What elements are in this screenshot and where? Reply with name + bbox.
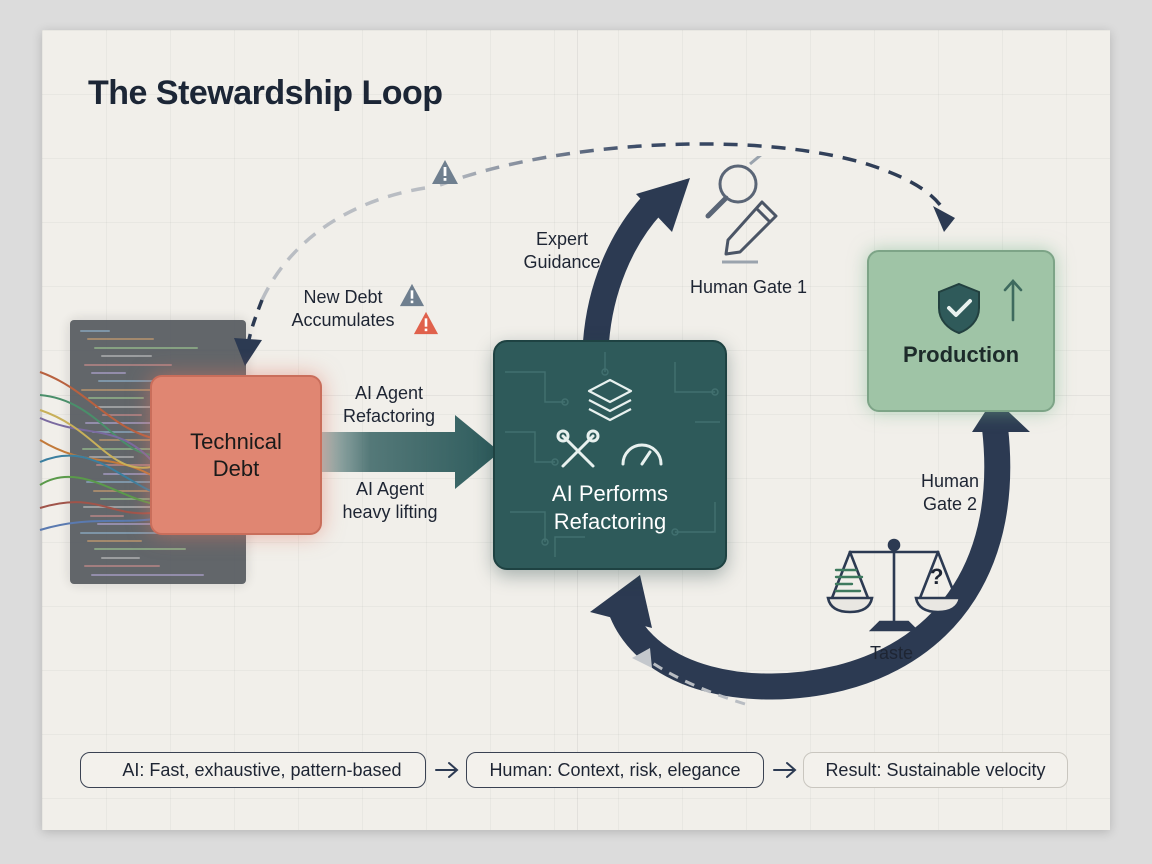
code-line [84, 565, 160, 568]
code-line [97, 523, 168, 526]
node-technical-debt-label: Technical Debt [190, 428, 282, 482]
arrowhead [234, 338, 262, 366]
node-production-label: Production [902, 342, 1020, 367]
wire [39, 501, 161, 515]
code-line [80, 330, 110, 332]
magnifier-icon [705, 156, 762, 219]
arrowhead [972, 398, 1030, 432]
dashed-path [246, 299, 264, 346]
code-line [96, 464, 178, 467]
wire [39, 409, 161, 469]
label-taste: Taste [870, 643, 914, 663]
arrow-production-to-ai [590, 398, 1030, 700]
warning-icon [432, 160, 458, 184]
arrowhead [636, 178, 690, 232]
code-line [87, 540, 142, 542]
code-line [94, 548, 186, 551]
wire [39, 454, 161, 496]
code-line [91, 372, 126, 374]
wire [39, 517, 161, 531]
code-line [82, 447, 180, 450]
wrench-icon [556, 429, 600, 468]
code-line [100, 498, 150, 500]
label-human-gate-1: Human Gate 1 [690, 277, 808, 297]
code-line [86, 481, 152, 484]
footer-pill-ai: AI: Fast, exhaustive, pattern-based [80, 752, 426, 788]
warning-icon [413, 311, 439, 335]
node-ai-label: AI Performs Refactoring [551, 481, 669, 534]
label-expert-guidance: Expert Guidance [523, 229, 601, 272]
gauge-icon [621, 443, 663, 466]
arrow-shaft [583, 196, 662, 344]
arrow-expert-guidance [583, 178, 690, 344]
arrow-dashed-bottom [632, 648, 746, 706]
arrow-new-debt-return [234, 186, 426, 366]
wire [39, 475, 161, 506]
code-line [99, 439, 160, 442]
scale-icon: ? [826, 538, 962, 632]
code-line [84, 363, 172, 366]
footer-pill-result: Result: Sustainable velocity [803, 752, 1068, 788]
arrow-right-icon [435, 762, 459, 778]
arrow-up-icon [1003, 279, 1023, 322]
code-line [87, 338, 154, 341]
wire [39, 439, 161, 481]
code-line [98, 380, 170, 383]
code-line [81, 388, 190, 391]
warning-icon [399, 283, 425, 307]
dashed-path [260, 186, 426, 301]
dashed-path [647, 658, 746, 706]
node-production: Production [867, 250, 1055, 412]
arrowhead [590, 575, 652, 628]
wire [39, 417, 161, 471]
arrow-right-icon [773, 762, 797, 778]
layers-icon [587, 378, 633, 422]
arrowhead [632, 648, 652, 668]
code-line [88, 397, 144, 400]
arrow-dashed-to-production [439, 142, 955, 232]
circuit-pattern [505, 352, 720, 557]
footer-pill-human: Human: Context, risk, elegance [466, 752, 764, 788]
code-line [101, 556, 140, 559]
pencil-icon [722, 200, 778, 264]
code-line [93, 489, 196, 492]
code-line [101, 355, 152, 358]
label-ai-agent-heavy-lifting: AI Agent heavy lifting [342, 479, 438, 522]
arrow-shaft [609, 426, 1011, 700]
label-new-debt-accumulates: New Debt Accumulates [291, 287, 395, 330]
code-line [80, 531, 188, 534]
arrow-shaft [300, 415, 500, 489]
code-line [94, 346, 198, 349]
code-line [102, 414, 142, 416]
code-line [85, 422, 162, 425]
code-line [90, 514, 124, 517]
diagram-title: The Stewardship Loop [88, 74, 443, 112]
shield-check-icon [938, 282, 980, 335]
code-line [92, 430, 206, 433]
dashed-path [439, 142, 947, 213]
svg-text:?: ? [930, 564, 943, 589]
code-line [95, 405, 188, 408]
code-line [83, 506, 170, 509]
label-human-gate-2: Human Gate 2 [920, 471, 980, 514]
node-technical-debt: Technical Debt [150, 375, 322, 535]
arrow-debt-to-ai [300, 415, 500, 489]
node-ai-performs-refactoring: AI Performs Refactoring [493, 340, 727, 570]
wire [39, 371, 161, 441]
label-ai-agent-refactoring: AI Agent Refactoring [342, 383, 436, 426]
code-line [91, 573, 204, 576]
tangled-wires [39, 371, 161, 531]
arrowhead [933, 206, 955, 232]
wire [39, 394, 161, 457]
